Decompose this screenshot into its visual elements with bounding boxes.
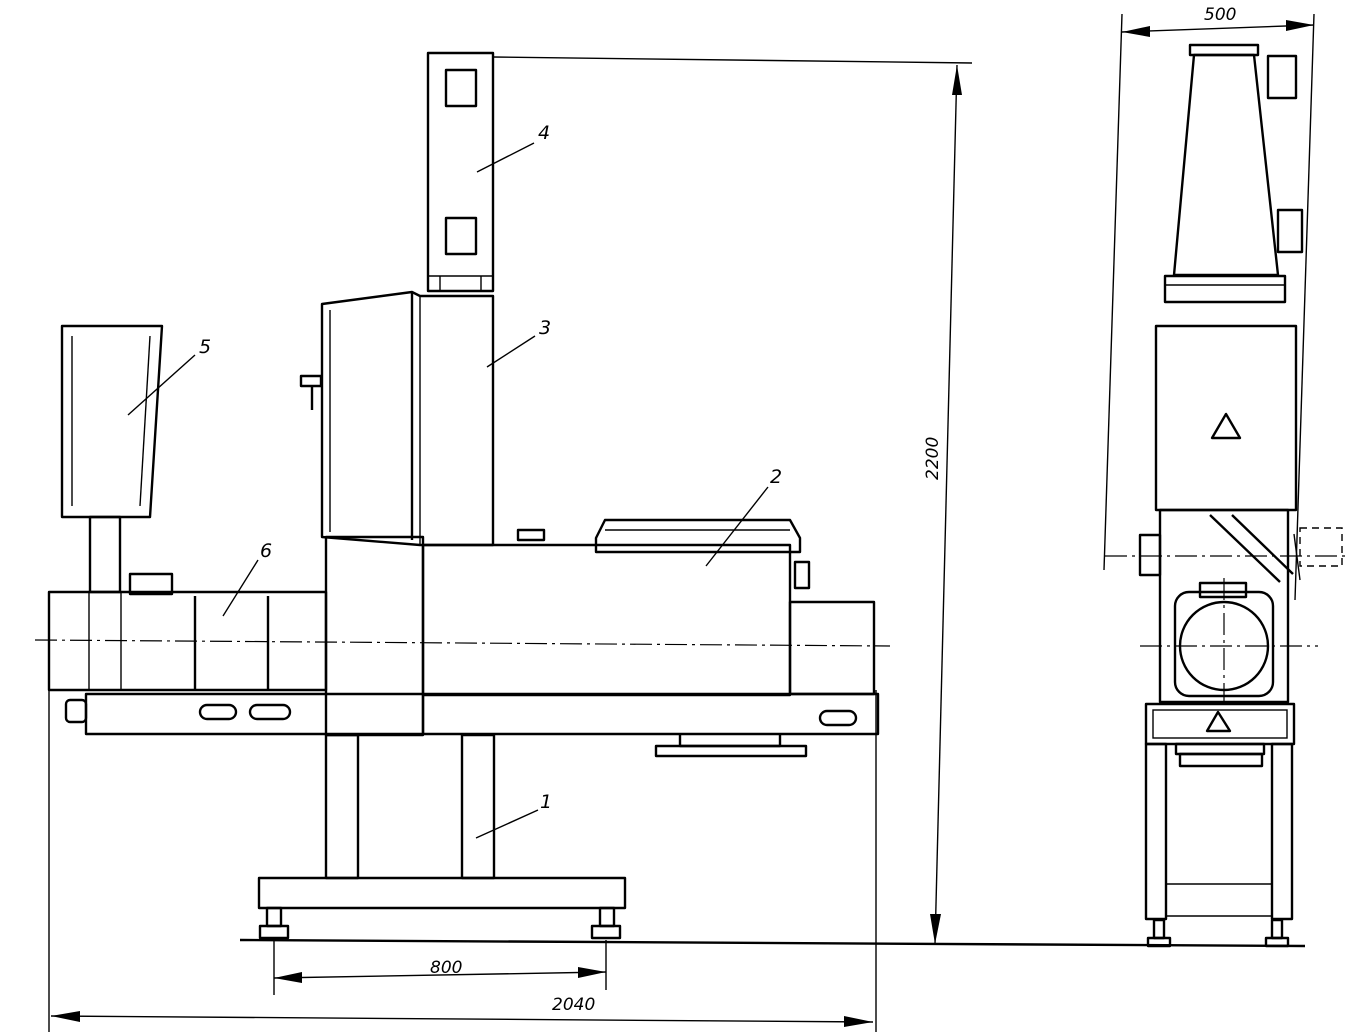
extruder-barrel <box>47 572 328 692</box>
dimension-total-length <box>48 690 877 1032</box>
callout-6: 6 <box>260 540 272 562</box>
callout-5: 5 <box>199 336 211 358</box>
callout-4: 4 <box>538 122 550 144</box>
central-body <box>324 528 792 737</box>
height-dimension-value: 2200 <box>923 437 943 480</box>
callout-3: 3 <box>539 317 551 339</box>
dimension-height <box>492 56 973 945</box>
total-length-dimension-value: 2040 <box>552 995 595 1015</box>
end-cylinder <box>788 600 876 696</box>
hopper <box>594 518 811 590</box>
foot-span-dimension-value: 800 <box>430 958 462 978</box>
vertical-cabinet <box>426 51 495 293</box>
dimension-foot-span <box>273 940 607 995</box>
base-beam <box>64 692 880 758</box>
side-view: 500 <box>1103 5 1350 948</box>
callout-1: 1 <box>540 791 552 813</box>
callout-2: 2 <box>770 466 782 488</box>
stand-frame <box>257 733 627 940</box>
front-view: 4 3 5 6 2 1 2200 800 2 <box>34 51 1306 1032</box>
side-width-dimension-value: 500 <box>1204 5 1236 25</box>
control-box <box>60 324 164 594</box>
side-base <box>1144 702 1296 948</box>
gearbox-housing <box>299 290 495 547</box>
side-tapered-cabinet <box>1154 43 1304 512</box>
dimension-side-width <box>1103 13 1315 601</box>
callout-leaders <box>127 142 769 839</box>
front-centerline <box>34 639 891 647</box>
floor-line <box>239 938 1306 948</box>
side-motor-housing <box>1105 508 1350 710</box>
